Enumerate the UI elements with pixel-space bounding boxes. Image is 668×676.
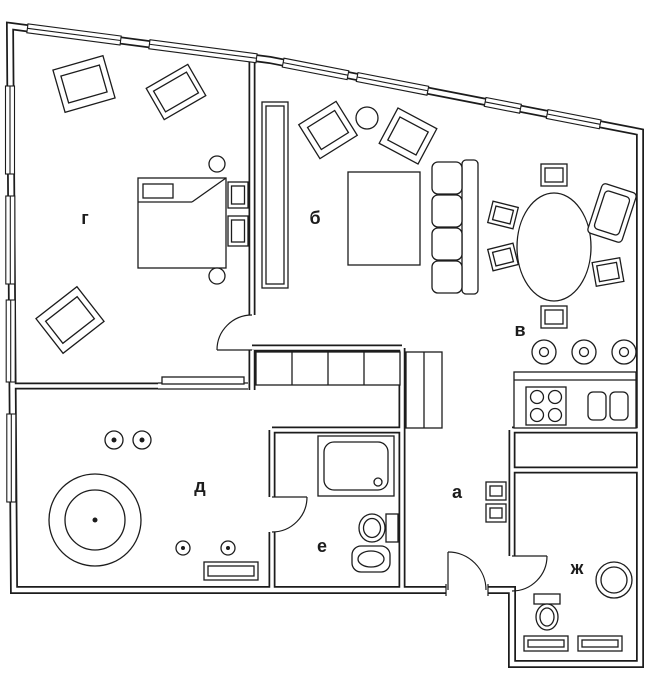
door-entrance [447, 551, 487, 591]
dining-chair-top [540, 163, 568, 187]
window-top-2 [148, 39, 258, 64]
dining-chair-bottom [540, 305, 568, 329]
armchair-bedroom-2 [35, 285, 105, 355]
shelf-unit [261, 101, 289, 289]
dining-armchair-right [587, 183, 637, 243]
armchair-living-2 [378, 107, 438, 165]
bedside-lamp-1 [208, 155, 226, 173]
nightstand-2 [227, 215, 249, 247]
sink-small-bath [351, 545, 391, 573]
closet-row [255, 351, 401, 386]
sliding-opening [158, 376, 248, 390]
interior-walls-channel [14, 60, 638, 588]
wc-mat-1 [523, 635, 569, 652]
door-wc [511, 555, 548, 592]
stove [525, 386, 567, 426]
window-left-1 [4, 85, 16, 175]
door-bedroom [216, 314, 253, 351]
sofa [431, 159, 479, 295]
toilet-small-bath [358, 513, 399, 543]
window-diag-3 [483, 96, 522, 114]
wall-light-2 [132, 430, 152, 450]
shower [317, 435, 395, 497]
dining-table [516, 192, 592, 302]
room-label-e: е [317, 536, 327, 556]
window-diag-1 [281, 57, 350, 81]
wc-basin [595, 561, 633, 599]
window-left-2 [5, 195, 16, 285]
entrance-opening [445, 583, 489, 597]
dining-chair-right-2 [591, 256, 625, 288]
room-label-b: б [309, 208, 320, 228]
room-label-a: а [452, 482, 463, 502]
window-left-4 [6, 413, 17, 503]
nightstand-1 [227, 181, 249, 209]
room-label-d: д [194, 476, 206, 496]
bedside-lamp-2 [208, 267, 226, 285]
wardrobe [405, 351, 443, 429]
round-bathtub [48, 473, 142, 567]
bar-stool-3 [611, 339, 637, 365]
armchair-living-1 [297, 100, 359, 160]
wc-toilet [533, 593, 561, 631]
bench-bedroom [145, 63, 207, 121]
electrical-panel [485, 481, 507, 523]
wc-mat-2 [577, 635, 623, 652]
window-top-1 [26, 23, 122, 46]
kitchen-sink [587, 391, 629, 421]
bar-stool-1 [531, 339, 557, 365]
armchair-bedroom-1 [52, 54, 116, 114]
dining-chair-left-1 [486, 200, 520, 230]
bed [137, 177, 227, 269]
bar-stool-2 [571, 339, 597, 365]
dining-chair-left-2 [486, 242, 520, 272]
door-small-bath [271, 496, 308, 533]
wall-light-1 [104, 430, 124, 450]
window-diag-4 [545, 108, 602, 130]
floor-drain-2 [220, 540, 236, 556]
bath-mat [203, 561, 259, 581]
window-left-3 [5, 299, 16, 383]
room-label-g: г [81, 208, 89, 228]
coffee-table [347, 171, 421, 266]
room-label-zh: ж [570, 558, 584, 578]
window-diag-2 [355, 71, 430, 96]
side-table [355, 106, 379, 130]
room-label-v: в [514, 320, 525, 340]
floor-drain-1 [175, 540, 191, 556]
